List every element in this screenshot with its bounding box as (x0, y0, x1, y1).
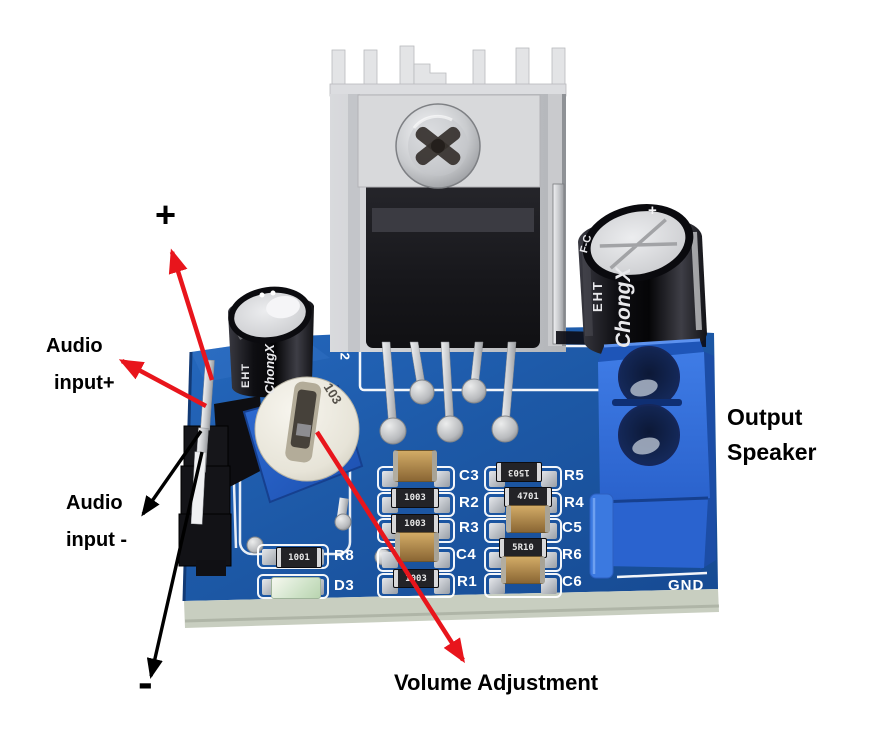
silk-label-c5: C5 (562, 520, 583, 535)
large-cap-vent-mark: + (648, 202, 657, 219)
ceramic-capacitor (393, 450, 437, 482)
solder-pad (541, 577, 557, 594)
solder-pad (262, 548, 278, 565)
label-output-speaker: Output Speaker (727, 400, 817, 470)
chip-code: 1003 (405, 573, 427, 584)
label-power-minus: - (138, 658, 153, 707)
silk-label-r2: R2 (459, 494, 480, 511)
label-line: Output (727, 404, 803, 430)
heatsink-fins (331, 45, 566, 87)
chip-code: 1003 (404, 519, 426, 529)
solder-pad (434, 470, 450, 487)
label-audio-input-minus: Audio input - (66, 485, 127, 559)
silk-label-r4: R4 (564, 495, 585, 510)
solder-pad (489, 522, 505, 539)
resistor-chip-r8: 1001 (276, 547, 322, 568)
chip-code: 4701 (517, 492, 539, 502)
label-line: input - (66, 529, 128, 551)
silk-label-gnd: GND (668, 577, 705, 594)
ceramic-capacitor (395, 532, 439, 562)
solder-pad (541, 470, 557, 487)
large-capacitor (578, 204, 707, 358)
label-power-plus: + (155, 194, 177, 235)
solder-pad (489, 496, 505, 513)
arrow-power-minus (146, 451, 204, 679)
small-capacitor (228, 286, 314, 398)
transistor-pins (379, 341, 519, 445)
ceramic-capacitor (501, 556, 545, 584)
chip-code: 5R10 (512, 543, 534, 553)
label-line: input+ (54, 372, 115, 394)
silk-label-r3: R3 (459, 519, 480, 536)
chip-code: 1003 (404, 493, 426, 503)
resistor-chip-r6: 5R10 (499, 538, 547, 558)
pot-slot (285, 381, 322, 463)
label-line: Audio (66, 492, 123, 514)
label-line: Audio (46, 335, 103, 357)
silk-label-r6: R6 (562, 547, 583, 562)
arrow-power-plus (168, 248, 215, 381)
ceramic-capacitor (506, 505, 550, 533)
silk-label-d3: D3 (334, 577, 355, 594)
led-d3 (271, 577, 321, 599)
silk-label-c6: C6 (562, 574, 583, 589)
label-volume-adjustment: Volume Adjustment (394, 670, 599, 695)
silk-label-c4: C4 (456, 546, 477, 563)
silk-label-c3: C3 (459, 467, 480, 484)
arrow-audio-input-plus (118, 359, 208, 408)
chip-code: 1001 (288, 552, 310, 563)
resistor-chip-r5: 1503 (496, 462, 542, 482)
label-line: Speaker (727, 439, 817, 465)
resistor-chip-r2: 1003 (391, 488, 439, 508)
silk-label-r8: R8 (334, 547, 355, 564)
heatsink (329, 45, 567, 352)
arrow-audio-input-minus (141, 430, 203, 517)
mounting-screw (395, 103, 481, 189)
silk-label-r5: R5 (564, 468, 585, 483)
arrow-volume-adjustment (315, 430, 465, 664)
output-terminal-block (589, 338, 716, 579)
label-audio-input-plus: Audio input+ (46, 328, 115, 402)
silk-label-r1: R1 (457, 573, 478, 590)
